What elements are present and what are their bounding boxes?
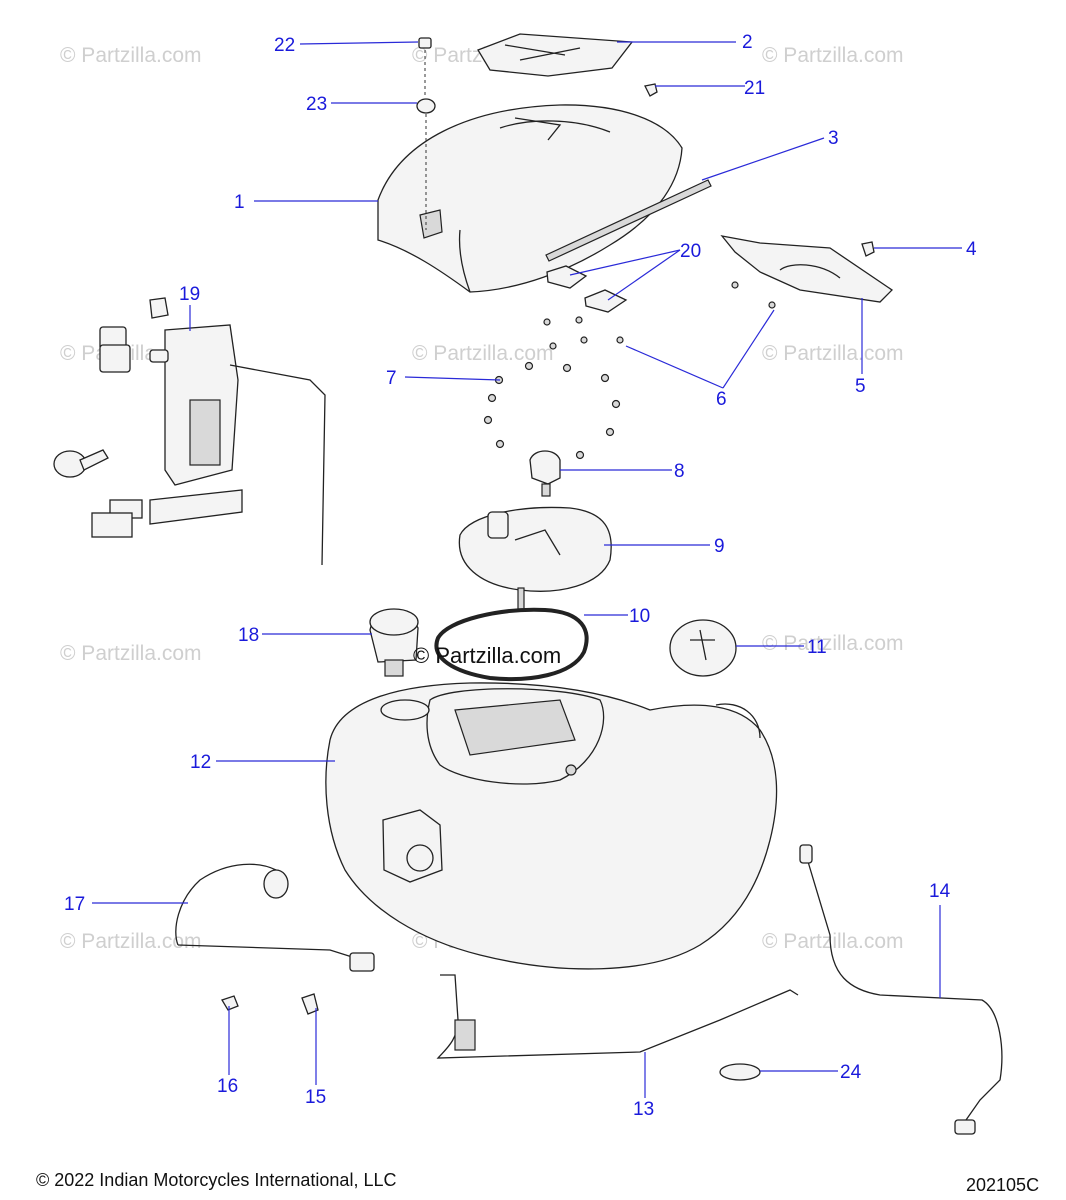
leader-lines [92, 41, 962, 1098]
watermark: © Partzilla.com [60, 930, 202, 953]
callout-23: 23 [306, 94, 327, 115]
watermark: © Partzilla.com [762, 930, 904, 953]
fuel-pump-plate-part [458, 506, 612, 611]
watermark: © Partzilla.com [412, 342, 554, 365]
fuel-line-13-part [436, 974, 799, 1059]
callout-22: 22 [274, 35, 295, 56]
callout-labels: 1 2 3 4 5 6 7 8 9 10 11 12 13 14 15 16 1… [64, 32, 977, 1120]
tank-console-cover-part [377, 104, 683, 293]
diagram-code: 202105C [966, 1175, 1039, 1195]
console-badge-part [477, 33, 634, 77]
watermark: © Partzilla.com [60, 642, 202, 665]
bracket-part [720, 235, 894, 303]
callout-20: 20 [680, 241, 701, 262]
callout-15: 15 [305, 1087, 326, 1108]
screw-4-part [861, 241, 875, 257]
fuel-line-17-part [175, 863, 375, 972]
callout-4: 4 [966, 239, 977, 260]
callout-11: 11 [807, 637, 827, 658]
callout-2: 2 [742, 32, 753, 53]
fuel-pump-assembly-part [53, 297, 326, 566]
fittings-part [221, 993, 319, 1015]
filler-cap-part [669, 619, 737, 677]
bolt-ring-part [483, 281, 776, 465]
fastener-stack-part [416, 37, 436, 230]
fuel-cap-part [369, 608, 419, 677]
rod-part [545, 179, 712, 262]
callout-7: 7 [386, 368, 397, 389]
center-watermark: © Partzilla.com [413, 643, 561, 668]
gasket-part [434, 607, 589, 682]
callout-6: 6 [716, 389, 727, 410]
mount-pads-part [546, 265, 628, 313]
callout-9: 9 [714, 536, 725, 557]
watermark: © Partzilla.com [762, 342, 904, 365]
callout-10: 10 [629, 606, 650, 627]
callout-17: 17 [64, 894, 85, 915]
callout-18: 18 [238, 625, 259, 646]
callout-12: 12 [190, 752, 211, 773]
callout-13: 13 [633, 1099, 654, 1120]
vent-line-14-part [799, 844, 1003, 1135]
clamp-part [719, 1063, 761, 1081]
watermark: © Partzilla.com [762, 44, 904, 67]
copyright-text: © 2022 Indian Motorcycles International,… [36, 1170, 396, 1190]
callout-3: 3 [828, 128, 839, 149]
fuel-tank-part [325, 682, 778, 970]
watermark: © Partzilla.com [60, 44, 202, 67]
callout-5: 5 [855, 376, 866, 397]
callout-14: 14 [929, 881, 951, 902]
callout-21: 21 [744, 78, 765, 99]
screw-part [644, 83, 658, 97]
callout-8: 8 [674, 461, 685, 482]
callout-16: 16 [217, 1076, 238, 1097]
callout-1: 1 [234, 192, 245, 213]
callout-24: 24 [840, 1062, 862, 1083]
sender-unit-part [529, 450, 561, 497]
watermark: © Partzilla.com [762, 632, 904, 655]
callout-19: 19 [179, 284, 200, 305]
